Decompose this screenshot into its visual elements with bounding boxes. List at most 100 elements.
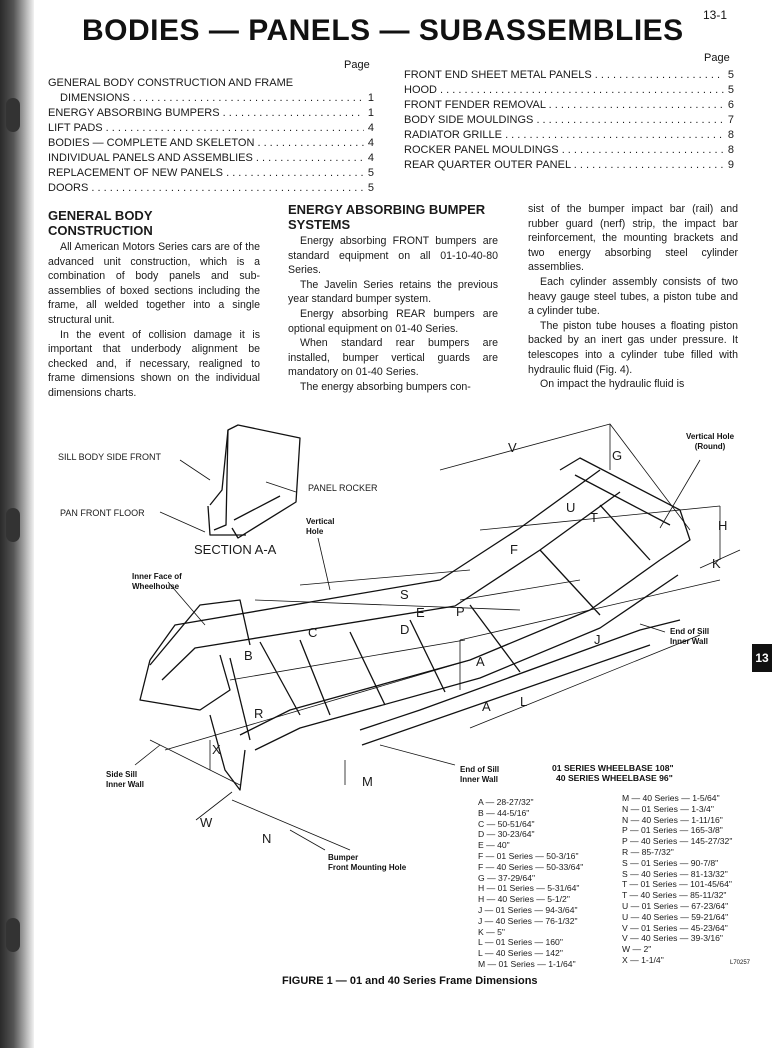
dimension-letter: A [476,654,485,669]
label-panel-rocker: PANEL ROCKER [308,483,378,493]
dimensions-list-left: A — 28-27/32" B — 44-5/16" C — 50-51/64"… [478,797,583,970]
dimension-row: U — 40 Series — 59-21/64" [622,911,729,922]
section-tab[interactable]: 13 [752,644,772,672]
dimension-letter: X [212,742,221,757]
paragraph: Energy absorbing REAR bumpers are option… [288,307,498,335]
paragraph: sist of the bumper impact bar (rail) and… [528,203,738,274]
label-section-aa: SECTION A-A [194,542,277,557]
dimension-letter: K [712,556,721,571]
dimension-letter: W [200,815,213,830]
dimension-row: X — 1-1/4" [622,954,664,965]
callout-bumper-front-mounting-hole: Bumper Front Mounting Hole [328,853,407,872]
frame-rail [149,469,601,661]
dimension-row: W — 2" [622,944,652,955]
dimension-row: J — 40 Series — 76-1/32" [478,915,578,926]
label-pan-front-floor: PAN FRONT FLOOR [60,508,145,518]
column-general-body: GENERAL BODY CONSTRUCTION All American M… [48,208,260,401]
toc-item[interactable]: GENERAL BODY CONSTRUCTION AND FRAME [48,77,294,89]
paragraph: The energy absorbing bumpers con- [300,380,471,393]
dimension-letter: C [308,625,318,640]
dimension-row: M — 40 Series — 1-5/64" [622,793,720,803]
dimension-row: T — 01 Series — 101-45/64" [622,879,732,890]
dimension-row: L — 01 Series — 160" [478,937,563,948]
dimension-row: D — 30-23/64" [478,829,535,840]
reference-code: L70257 [730,960,751,966]
frame-diagram [134,423,741,851]
toc-item[interactable]: BODY SIDE MOULDINGS7 [404,113,734,128]
dimension-row: J — 01 Series — 94-3/64" [478,904,578,915]
dimension-row: V — 01 Series — 45-23/64" [622,922,728,933]
binder-hole [6,508,20,542]
paragraph: When standard rear bumpers are installed… [288,337,498,379]
callout-inner-face-wheelhouse: Inner Face of Wheelhouse [132,572,182,591]
callout-vertical-hole: Vertical Hole [306,517,335,536]
dimension-row: T — 40 Series — 85-11/32" [622,890,727,901]
dimension-letter: U [566,500,576,515]
dimension-letter: F [510,542,518,557]
toc-item[interactable]: FRONT FENDER REMOVAL6 [404,98,734,113]
dimension-row: F — 40 Series — 50-33/64" [478,861,584,872]
toc-item[interactable]: BODIES — COMPLETE AND SKELETON4 [48,136,374,151]
toc-item[interactable]: ROCKER PANEL MOULDINGS8 [404,143,734,158]
toc-right: FRONT END SHEET METAL PANELS5 HOOD5 FRON… [404,68,734,173]
dimension-row: M — 01 Series — 1-1/64" [478,958,576,969]
toc-left: GENERAL BODY CONSTRUCTION AND FRAME DIME… [48,76,374,196]
dimension-letter: D [400,622,410,637]
dimension-row: C — 50-51/64" [478,818,535,829]
dimension-row: H — 40 Series — 5-1/2" [478,894,570,905]
dimension-row: R — 85-7/32" [622,846,674,857]
dimension-letter: P [456,604,465,619]
dimension-letter: T [590,510,598,525]
callout-side-sill-inner-wall: Side Sill Inner Wall [106,770,144,789]
callout-vertical-hole-round: Vertical Hole (Round) [686,432,735,451]
dimension-letter: M [362,774,373,789]
dimension-letter: B [244,648,253,663]
dimension-row: G — 37-29/64" [478,872,536,883]
dimension-row: B — 44-5/16" [478,807,530,818]
dimension-letter: A [482,699,491,714]
dimension-letter: H [718,518,728,533]
toc-item[interactable]: RADIATOR GRILLE8 [404,128,734,143]
wheelbase-01: 01 SERIES WHEELBASE 108" [552,763,674,773]
page-title: BODIES — PANELS — SUBASSEMBLIES [82,14,684,47]
callout-end-of-sill-bottom: End of Sill Inner Wall [460,765,500,784]
dimension-letter: N [262,831,272,846]
paragraph: Each cylinder assembly consists of two h… [528,275,738,318]
toc-item[interactable]: INDIVIDUAL PANELS AND ASSEMBLIES4 [48,151,374,166]
dimension-letter: V [508,440,517,455]
dimension-row: U — 01 Series — 67-23/64" [622,900,729,911]
toc-page-heading-left: Page [344,59,370,71]
dimension-letter: S [400,587,409,602]
dimensions-list-right: M — 40 Series — 1-5/64" N — 01 Series — … [622,793,732,966]
toc-item[interactable]: DOORS5 [48,181,374,196]
paragraph: In the event of collision damage it is i… [48,328,260,399]
paragraph: The piston tube houses a floating piston… [528,319,738,376]
dimension-row: E — 40" [478,840,510,851]
binder-hole [6,918,20,952]
dimension-row: N — 01 Series — 1-3/4" [622,803,714,814]
section-heading: GENERAL BODY CONSTRUCTION [48,208,153,238]
toc-item[interactable]: HOOD5 [404,83,734,98]
dimension-row: A — 28-27/32" [478,797,534,807]
dimension-row: K — 5" [478,926,505,937]
toc-item[interactable]: REPLACEMENT OF NEW PANELS5 [48,166,374,181]
callout-end-of-sill-right: End of Sill Inner Wall [670,627,710,646]
dimension-row: N — 40 Series — 1-11/16" [622,814,723,825]
toc-item[interactable]: FRONT END SHEET METAL PANELS5 [404,68,734,83]
toc-item[interactable]: DIMENSIONS1 [48,91,374,106]
dimension-row: H — 01 Series — 5-31/64" [478,883,580,894]
binder-hole [6,98,20,132]
dimension-letter: E [416,605,425,620]
section-heading: ENERGY ABSORBING BUMPER SYSTEMS [288,202,486,232]
dimension-row: S — 40 Series — 81-13/32" [622,868,728,879]
dimension-row: F — 01 Series — 50-3/16" [478,850,579,861]
column-energy-bumper: ENERGY ABSORBING BUMPER SYSTEMS Energy a… [288,202,498,395]
toc-item[interactable]: REAR QUARTER OUTER PANEL9 [404,158,734,173]
column-bumper-continued: sist of the bumper impact bar (rail) and… [528,202,738,392]
section-outline [209,424,301,539]
page-number: 13-1 [703,8,728,22]
paragraph: On impact the hydraulic fluid is [540,378,685,391]
dimension-row: S — 01 Series — 90-7/8" [622,857,719,868]
toc-item[interactable]: LIFT PADS4 [48,121,374,136]
toc-item[interactable]: ENERGY ABSORBING BUMPERS1 [48,106,374,121]
